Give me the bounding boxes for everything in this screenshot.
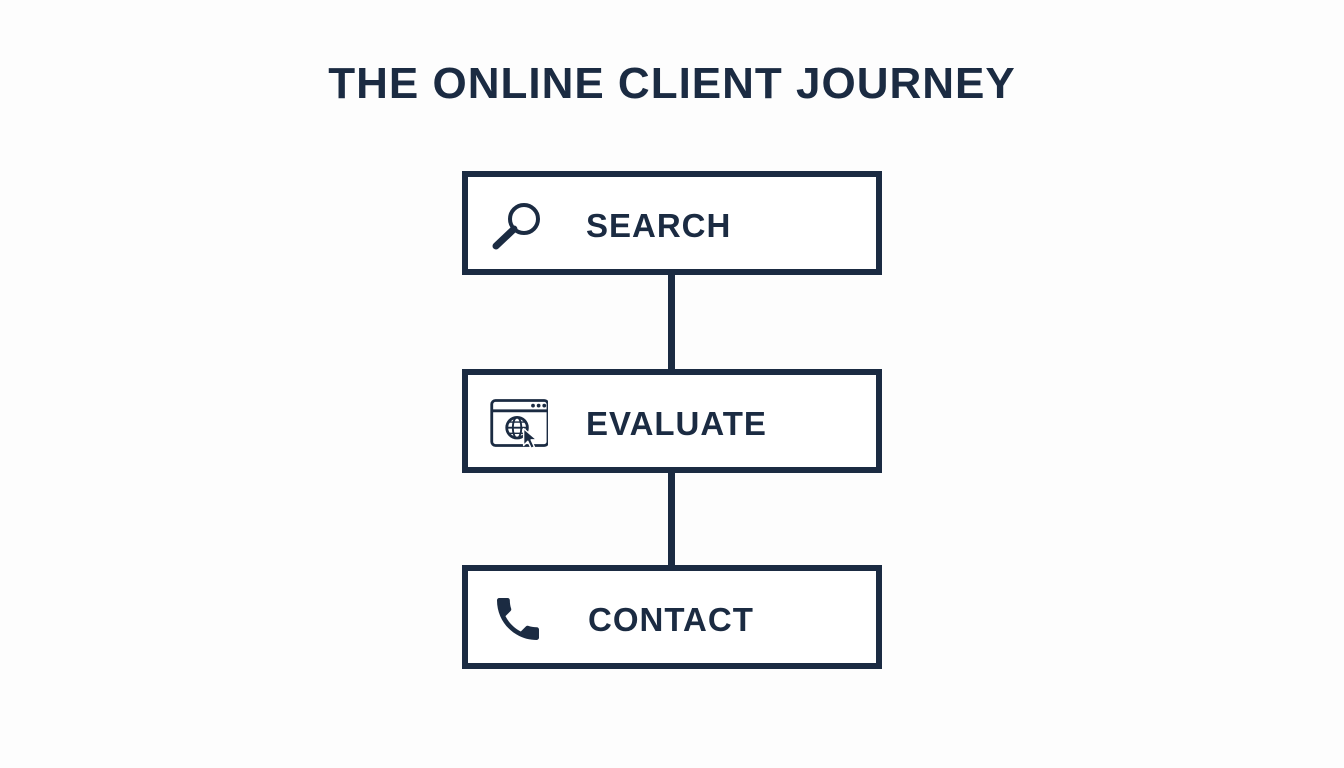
step-label-evaluate: EVALUATE xyxy=(586,405,767,442)
search-icon xyxy=(488,197,548,253)
step-evaluate: EVALUATE xyxy=(462,369,882,473)
connector-line xyxy=(668,275,675,369)
step-contact: CONTACT xyxy=(462,565,882,669)
phone-icon xyxy=(488,591,548,647)
diagram-title: THE ONLINE CLIENT JOURNEY xyxy=(328,59,1016,108)
connector-line xyxy=(668,473,675,565)
step-search: SEARCH xyxy=(462,171,882,275)
step-label-search: SEARCH xyxy=(586,207,732,244)
browser-globe-cursor-icon xyxy=(488,395,548,451)
step-label-contact: CONTACT xyxy=(588,601,754,638)
